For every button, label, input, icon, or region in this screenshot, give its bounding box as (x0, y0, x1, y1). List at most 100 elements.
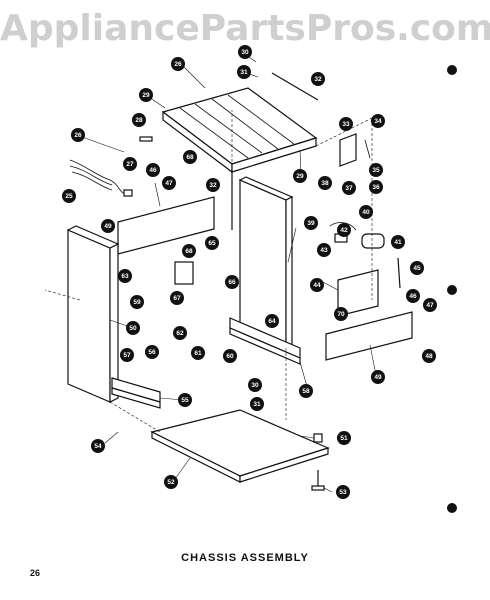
callout-c40: 40 (359, 205, 373, 219)
callout-number: 62 (176, 330, 184, 337)
callout-number: 46 (409, 293, 417, 300)
callout-c68a: 68 (183, 150, 197, 164)
callout-number: 28 (135, 117, 143, 124)
callout-number: 48 (425, 353, 433, 360)
callout-c59: 59 (130, 295, 144, 309)
base-panel-part (150, 409, 330, 483)
capacitor-part (329, 222, 385, 249)
registration-mark-bottom (447, 503, 457, 513)
callout-number: 51 (340, 435, 348, 442)
callout-c64: 64 (265, 314, 279, 328)
callout-number: 41 (394, 239, 402, 246)
callout-number: 38 (321, 180, 329, 187)
callout-c27: 27 (123, 157, 137, 171)
callout-number: 31 (240, 69, 248, 76)
callout-c30a: 30 (238, 45, 252, 59)
callout-c47b: 47 (423, 298, 437, 312)
callout-c35: 35 (369, 163, 383, 177)
callout-number: 34 (374, 118, 382, 125)
callout-number: 40 (362, 209, 370, 216)
callout-number: 29 (142, 92, 150, 99)
callout-number: 63 (121, 273, 129, 280)
callout-c67: 67 (170, 291, 184, 305)
callout-c41: 41 (391, 235, 405, 249)
callout-number: 32 (209, 182, 217, 189)
callout-c29a: 29 (139, 88, 153, 102)
callout-number: 56 (148, 349, 156, 356)
bottom-rail-part (229, 317, 301, 365)
callout-number: 47 (426, 302, 434, 309)
callout-number: 54 (94, 443, 102, 450)
lower-left-rail-part (111, 377, 161, 409)
callout-c32b: 32 (206, 178, 220, 192)
callout-number: 26 (74, 132, 82, 139)
callout-c58: 58 (299, 384, 313, 398)
callout-c36: 36 (369, 180, 383, 194)
callout-number: 30 (241, 49, 249, 56)
callout-number: 49 (374, 374, 382, 381)
callout-c46b: 46 (406, 289, 420, 303)
callout-c57: 57 (120, 348, 134, 362)
callout-number: 57 (123, 352, 131, 359)
callout-c48: 48 (422, 349, 436, 363)
callout-c56: 56 (145, 345, 159, 359)
callout-number: 52 (167, 479, 175, 486)
relay-bracket-part (174, 261, 194, 285)
cover-plate-part (337, 269, 379, 317)
diagram-caption: CHASSIS ASSEMBLY (181, 552, 309, 564)
wire-harness-part (69, 159, 133, 197)
callout-c51: 51 (337, 431, 351, 445)
callout-c55: 55 (178, 393, 192, 407)
callout-number: 37 (345, 185, 353, 192)
strip-part (397, 257, 401, 289)
callout-c39: 39 (304, 216, 318, 230)
callout-c43: 43 (317, 243, 331, 257)
callout-c45: 45 (410, 261, 424, 275)
bracket-part (139, 136, 153, 142)
callout-c29b: 29 (293, 169, 307, 183)
registration-mark-middle (447, 285, 457, 295)
callout-c47a: 47 (162, 176, 176, 190)
callout-number: 66 (228, 279, 236, 286)
callout-number: 47 (165, 180, 173, 187)
callout-c60: 60 (223, 349, 237, 363)
callout-number: 39 (307, 220, 315, 227)
callout-number: 65 (208, 240, 216, 247)
callout-c30b: 30 (248, 378, 262, 392)
callout-c44: 44 (310, 278, 324, 292)
callout-number: 50 (129, 325, 137, 332)
callout-number: 68 (185, 248, 193, 255)
callout-number: 45 (413, 265, 421, 272)
callout-c54: 54 (91, 439, 105, 453)
callout-c49a: 49 (101, 219, 115, 233)
callout-c68b: 68 (182, 244, 196, 258)
callout-number: 26 (174, 61, 182, 68)
callout-c31b: 31 (250, 397, 264, 411)
callout-c34: 34 (371, 114, 385, 128)
callout-number: 27 (126, 161, 134, 168)
callout-number: 32 (314, 76, 322, 83)
callout-number: 55 (181, 397, 189, 404)
callout-c53: 53 (336, 485, 350, 499)
leveling-foot-part (311, 433, 325, 491)
callout-c61: 61 (191, 346, 205, 360)
callout-c46a: 46 (146, 163, 160, 177)
callout-c28: 28 (132, 113, 146, 127)
callout-number: 59 (133, 299, 141, 306)
hinge-part (339, 133, 371, 167)
callout-c70: 70 (334, 307, 348, 321)
callout-number: 35 (372, 167, 380, 174)
callout-c37: 37 (342, 181, 356, 195)
callout-c66: 66 (225, 275, 239, 289)
callout-number: 29 (296, 173, 304, 180)
callout-c38: 38 (318, 176, 332, 190)
callout-c31a: 31 (237, 65, 251, 79)
top-frame-part (161, 87, 318, 174)
callout-number: 49 (104, 223, 112, 230)
callout-number: 36 (372, 184, 380, 191)
page-number: 26 (30, 568, 41, 578)
callout-number: 46 (149, 167, 157, 174)
callout-number: 60 (226, 353, 234, 360)
